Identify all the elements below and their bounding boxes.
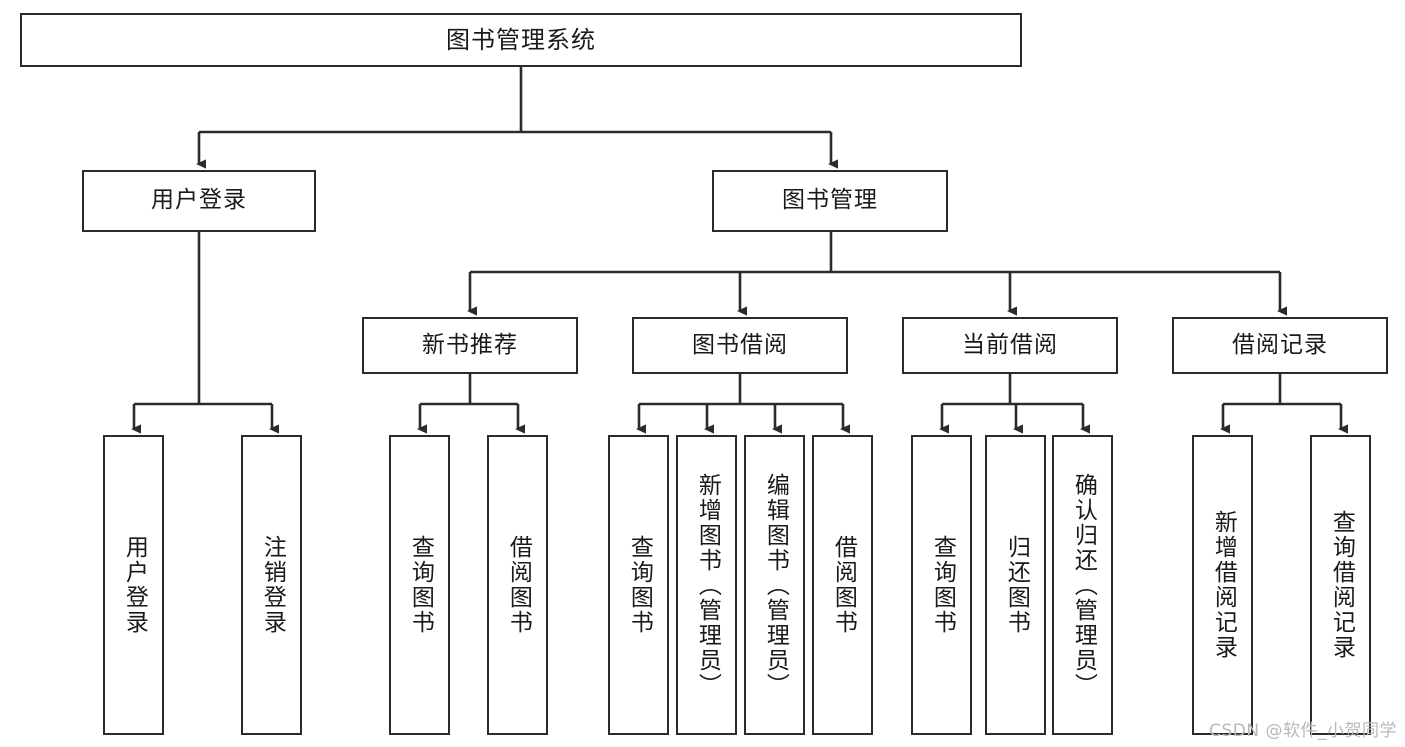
node-book-manage[interactable]: 图书管理	[712, 170, 948, 232]
leaf-borrow-book-new-rec[interactable]: 借阅图书	[487, 435, 548, 735]
leaf-confirm-return-admin[interactable]: 确认归还（管理员）	[1052, 435, 1113, 735]
leaf-query-book-new-rec[interactable]: 查询图书	[389, 435, 450, 735]
csdn-watermark: CSDN @软件_小贺同学	[1209, 721, 1397, 741]
leaf-borrow-book-borrow[interactable]: 借阅图书	[812, 435, 873, 735]
leaf-query-book-borrow[interactable]: 查询图书	[608, 435, 669, 735]
node-book-borrow[interactable]: 图书借阅	[632, 317, 848, 374]
leaf-add-borrow-record[interactable]: 新增借阅记录	[1192, 435, 1253, 735]
leaf-user-logout[interactable]: 注销登录	[241, 435, 302, 735]
node-root[interactable]: 图书管理系统	[20, 13, 1022, 67]
node-borrow-record[interactable]: 借阅记录	[1172, 317, 1388, 374]
leaf-user-login[interactable]: 用户登录	[103, 435, 164, 735]
node-new-book-recommend[interactable]: 新书推荐	[362, 317, 578, 374]
leaf-query-borrow-record[interactable]: 查询借阅记录	[1310, 435, 1371, 735]
node-current-borrow[interactable]: 当前借阅	[902, 317, 1118, 374]
leaf-edit-book-admin[interactable]: 编辑图书（管理员）	[744, 435, 805, 735]
leaf-query-book-current[interactable]: 查询图书	[911, 435, 972, 735]
node-user-login[interactable]: 用户登录	[82, 170, 316, 232]
leaf-add-book-admin[interactable]: 新增图书（管理员）	[676, 435, 737, 735]
leaf-return-book[interactable]: 归还图书	[985, 435, 1046, 735]
